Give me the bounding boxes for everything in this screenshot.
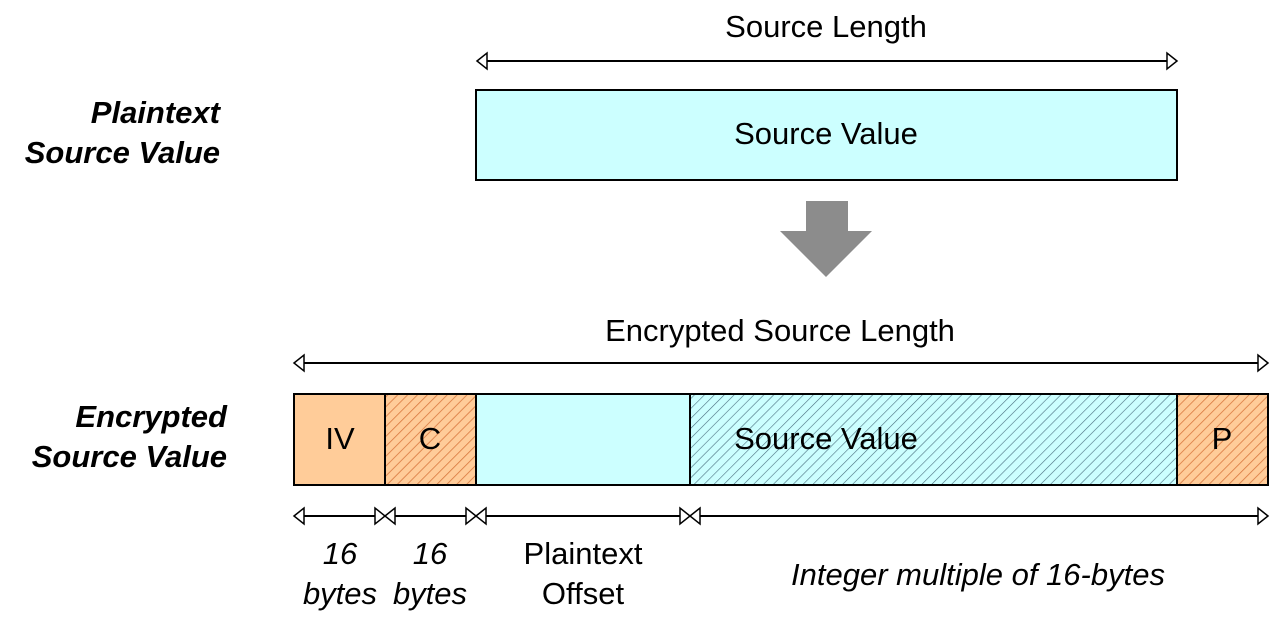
encrypted-length-label: Encrypted Source Length bbox=[605, 313, 955, 348]
iv-size-label: 16 bytes bbox=[303, 534, 377, 614]
padding-segment bbox=[1176, 393, 1269, 486]
plaintext-offset-dimension-arrow bbox=[474, 506, 692, 526]
plaintext-source-value-box bbox=[475, 89, 1178, 181]
c-size-label: 16 bytes bbox=[393, 534, 467, 614]
c-segment-label: C bbox=[418, 421, 442, 456]
encrypted-source-value-segment bbox=[689, 393, 1178, 486]
c-size-label-line1: 16 bbox=[412, 536, 448, 571]
plaintext-offset-label-line1: Plaintext bbox=[523, 536, 643, 571]
plaintext-side-label-line1: Plaintext bbox=[90, 95, 220, 130]
integer-multiple-dimension-arrow bbox=[688, 506, 1270, 526]
encrypted-side-label-line1: Encrypted bbox=[75, 399, 227, 434]
source-length-label: Source Length bbox=[725, 9, 927, 44]
encrypted-source-value-label: Source Value bbox=[734, 421, 918, 456]
encrypted-side-label: Encrypted Source Value bbox=[32, 397, 227, 477]
plaintext-box-label: Source Value bbox=[734, 116, 918, 151]
encrypted-length-dimension-arrow bbox=[292, 353, 1270, 373]
iv-size-label-line2: bytes bbox=[302, 576, 378, 611]
c-size-dimension-arrow bbox=[383, 506, 478, 526]
down-arrow-icon bbox=[780, 201, 872, 277]
plaintext-side-label: Plaintext Source Value bbox=[25, 93, 220, 173]
plaintext-offset-label-line2: Offset bbox=[541, 576, 625, 611]
iv-size-label-line1: 16 bbox=[322, 536, 358, 571]
padding-segment-label: P bbox=[1211, 421, 1233, 456]
c-segment bbox=[384, 393, 477, 486]
plaintext-offset-segment bbox=[475, 393, 691, 486]
iv-size-dimension-arrow bbox=[292, 506, 387, 526]
plaintext-side-label-line2: Source Value bbox=[24, 135, 220, 170]
encrypted-side-label-line2: Source Value bbox=[31, 439, 227, 474]
iv-segment-label: IV bbox=[325, 421, 355, 456]
source-length-dimension-arrow bbox=[475, 51, 1179, 71]
integer-multiple-label: Integer multiple of 16-bytes bbox=[791, 557, 1165, 592]
plaintext-offset-label: Plaintext Offset bbox=[524, 534, 643, 614]
c-size-label-line2: bytes bbox=[392, 576, 468, 611]
